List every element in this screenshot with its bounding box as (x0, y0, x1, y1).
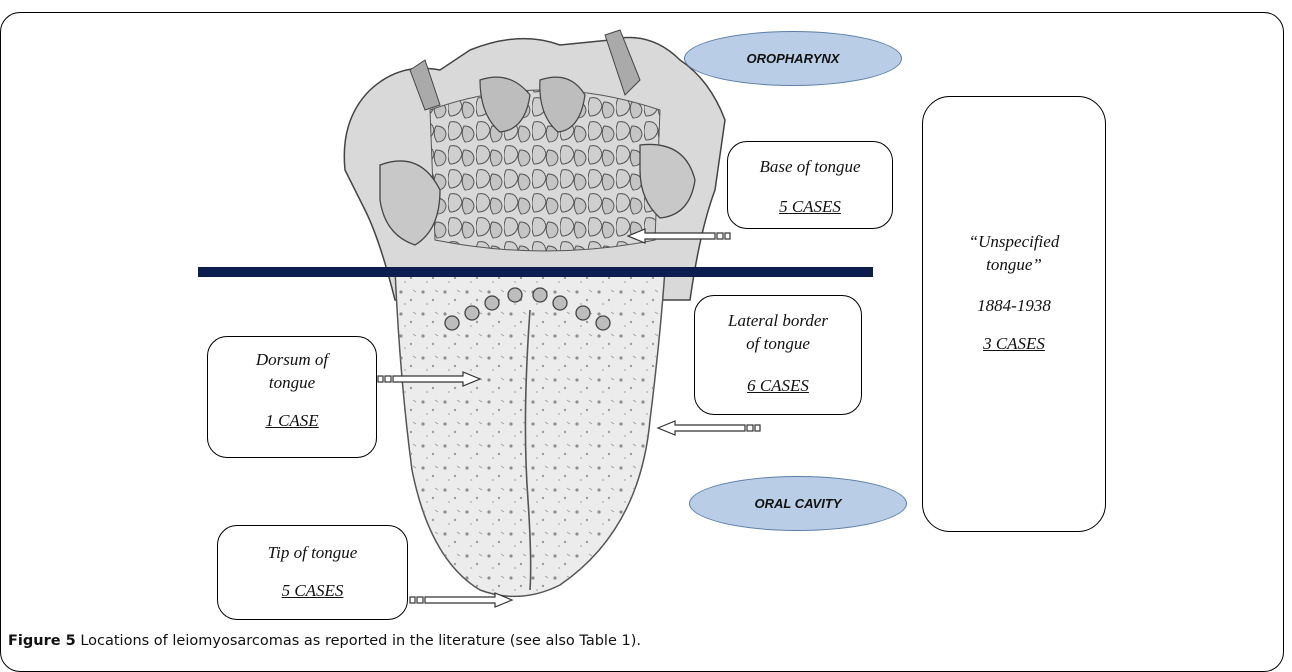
dorsum-cases: 1 CASE (208, 411, 376, 431)
base-of-tongue-label: Base of tongue (728, 156, 892, 179)
unspecified-cases: 3 CASES (923, 334, 1105, 354)
dorsum-of-tongue-box: Dorsum of tongue 1 CASE (207, 336, 377, 458)
unspecified-years: 1884-1938 (923, 295, 1105, 318)
base-of-tongue-box: Base of tongue 5 CASES (727, 141, 893, 229)
lateral-border-label-line2: of tongue (695, 333, 861, 356)
lateral-border-box: Lateral border of tongue 6 CASES (694, 295, 862, 415)
tongue-illustration (395, 270, 665, 596)
lateral-border-label-line1: Lateral border (695, 310, 861, 333)
figure-caption-prefix: Figure 5 (8, 633, 76, 649)
oropharynx-label: OROPHARYNX (684, 31, 902, 86)
figure-caption: Figure 5 Locations of leiomyosarcomas as… (8, 633, 641, 649)
tip-of-tongue-label: Tip of tongue (218, 542, 407, 565)
tip-of-tongue-box: Tip of tongue 5 CASES (217, 525, 408, 620)
base-of-tongue-cases: 5 CASES (728, 197, 892, 217)
region-divider-line (198, 267, 873, 277)
unspecified-tongue-box: “Unspecified tongue” 1884-1938 3 CASES (922, 96, 1106, 532)
oropharynx-illustration (344, 30, 725, 300)
dorsum-label-line2: tongue (208, 372, 376, 395)
arrow-tip-of-tongue (410, 593, 512, 607)
lateral-border-cases: 6 CASES (695, 376, 861, 396)
unspecified-label-line2: tongue” (923, 254, 1105, 277)
dorsum-label-line1: Dorsum of (208, 349, 376, 372)
unspecified-label-line1: “Unspecified (923, 231, 1105, 254)
arrow-lateral-border-of-tongue (658, 421, 760, 435)
tip-of-tongue-cases: 5 CASES (218, 581, 407, 601)
oral-cavity-label: ORAL CAVITY (689, 476, 907, 531)
figure-caption-text: Locations of leiomyosarcomas as reported… (80, 633, 641, 649)
